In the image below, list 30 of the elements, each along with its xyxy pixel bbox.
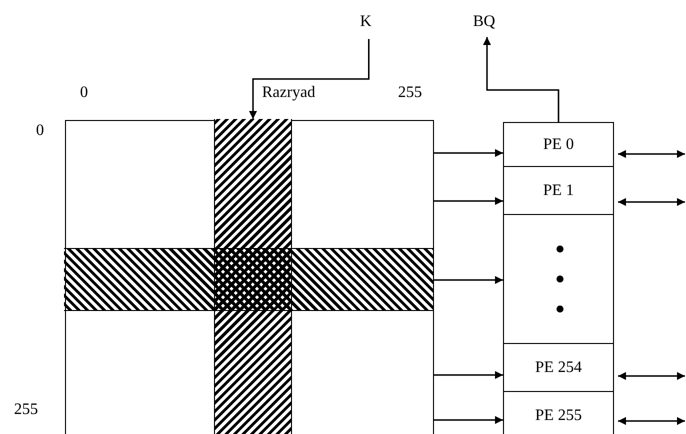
ellipsis-box: [503, 214, 614, 344]
processor-label: PE 254: [535, 358, 582, 376]
arrow: [249, 39, 370, 119]
arrow: [618, 198, 685, 206]
processor-element-box: [503, 166, 614, 215]
axis-label: 0: [36, 122, 44, 140]
axis-label: 255: [398, 84, 422, 102]
arrow: [434, 416, 503, 424]
processor-label: PE 0: [543, 136, 574, 154]
hatched-column: [214, 119, 292, 434]
arrow: [434, 276, 503, 284]
arrow: [618, 417, 685, 425]
arrow: [483, 37, 560, 122]
signal-label: K: [360, 13, 372, 31]
processor-label: PE 255: [535, 407, 582, 425]
arrow: [618, 372, 685, 380]
processor-element-box: [503, 343, 614, 392]
signal-label: BQ: [473, 13, 496, 31]
arrow: [618, 150, 685, 158]
axis-label: 255: [14, 401, 38, 419]
axis-label: Razryad: [262, 84, 316, 102]
axis-label: 0: [80, 84, 88, 102]
arrow: [434, 371, 503, 379]
arrow: [434, 197, 503, 205]
processor-element-box: [503, 122, 614, 167]
hatched-row: [64, 248, 433, 311]
memory-matrix: [65, 120, 434, 434]
processor-element-box: [503, 391, 614, 434]
processor-label: PE 1: [543, 182, 574, 200]
arrow: [434, 149, 503, 157]
